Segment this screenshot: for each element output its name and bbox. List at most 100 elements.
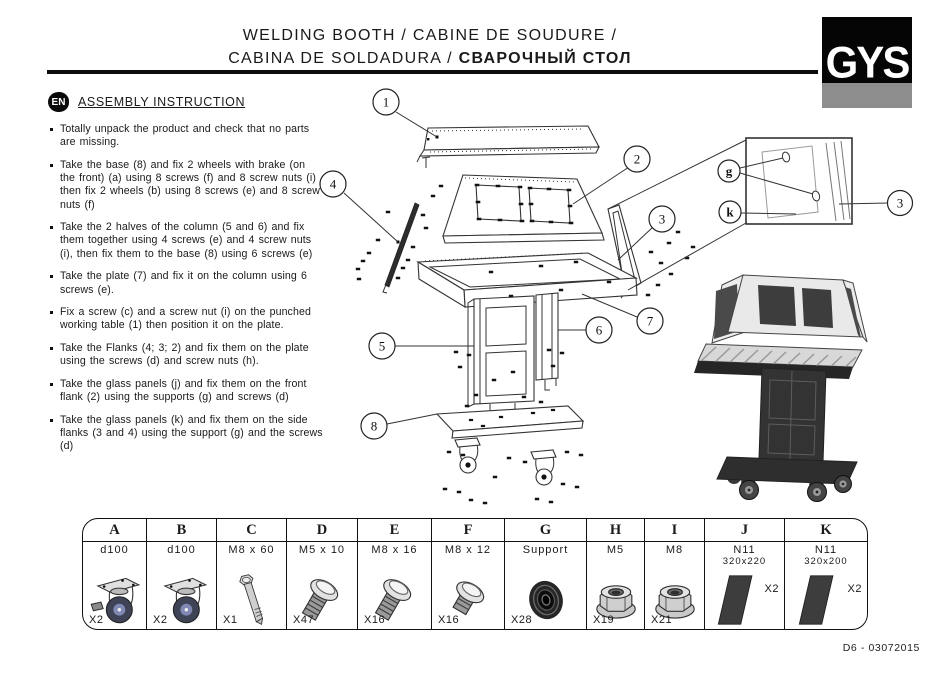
callout-5: 5 xyxy=(368,332,396,360)
instruction-bullet: Fix a screw (c) and a screw nut (i) on t… xyxy=(48,306,324,332)
part-qty: X19 xyxy=(593,614,615,626)
part-cell-D: D M5 x 10 X47 xyxy=(287,519,358,629)
inset-callout-g: g xyxy=(717,159,741,183)
part-spec: N11 xyxy=(733,544,756,556)
bullet-text: Totally unpack the product and check tha… xyxy=(60,123,310,149)
exploded-diagram: 1 2 3 4 5 6 7 8 g k 3 xyxy=(319,88,914,505)
gys-logo: GYS xyxy=(822,17,912,85)
svg-text:3: 3 xyxy=(659,212,666,227)
part-spec: d100 xyxy=(167,544,196,556)
instruction-bullet: Take the glass panels (j) and fix them o… xyxy=(48,378,324,404)
bullet-text: Take the 2 halves of the column (5 and 6… xyxy=(60,221,313,260)
part-qty: X2 xyxy=(153,614,168,626)
instruction-bullet: Take the plate (7) and fix it on the col… xyxy=(48,270,324,296)
part-letter: A xyxy=(109,521,120,538)
callout-6: 6 xyxy=(585,316,613,344)
svg-text:k: k xyxy=(726,205,734,220)
part-letter: K xyxy=(820,521,832,538)
bullet-marker-icon xyxy=(50,418,53,422)
part-cell-B: B d100 X2 xyxy=(147,519,217,629)
part-spec: M8 x 12 xyxy=(444,544,492,556)
bullet-marker-icon xyxy=(50,311,53,315)
instruction-bullet: Take the glass panels (k) and fix them o… xyxy=(48,414,324,454)
bullet-text: Take the Flanks (4; 3; 2) and fix them o… xyxy=(60,342,309,368)
part-8-base xyxy=(435,405,585,439)
part-qty: X2 xyxy=(847,583,862,595)
bullet-text: Fix a screw (c) and a screw nut (i) on t… xyxy=(60,306,311,332)
part-qty: X16 xyxy=(364,614,386,626)
callout-4: 4 xyxy=(319,170,347,198)
part-cell-I: I M8 X21 xyxy=(645,519,705,629)
doc-reference: D6 - 03072015 xyxy=(842,642,920,654)
bullet-marker-icon xyxy=(50,347,53,351)
instruction-bullet: Take the Flanks (4; 3; 2) and fix them o… xyxy=(48,342,324,368)
glass-panel-icon xyxy=(711,573,763,627)
part-spec: N11 xyxy=(814,544,838,556)
part-spec: M5 xyxy=(606,544,625,556)
page-title: WELDING BOOTH / CABINE DE SOUDURE / CABI… xyxy=(140,24,720,70)
part-qty: X2 xyxy=(764,583,779,595)
part-cell-E: E M8 x 16 X16 xyxy=(358,519,432,629)
part-1-working-table xyxy=(416,125,600,168)
glass-panel-icon xyxy=(792,573,844,627)
callout-2: 2 xyxy=(623,145,651,173)
detail-inset: g k 3 xyxy=(717,137,914,225)
assembled-unit xyxy=(694,274,868,502)
callout-3: 3 xyxy=(648,205,676,233)
bullet-marker-icon xyxy=(50,275,53,279)
inset-callout-k: k xyxy=(718,200,742,224)
part-cell-K: K N11 320x200 X2 xyxy=(785,519,867,629)
header-divider xyxy=(47,70,818,74)
part-spec: M8 xyxy=(665,544,684,556)
svg-text:5: 5 xyxy=(379,339,386,354)
part-qty: X1 xyxy=(223,614,238,626)
part-qty: X47 xyxy=(293,614,315,626)
part-letter: B xyxy=(176,521,187,538)
part-letter: E xyxy=(389,521,400,538)
instructions-column: EN ASSEMBLY INSTRUCTION Totally unpack t… xyxy=(48,92,324,463)
part-cell-A: A d100 X2 xyxy=(83,519,147,629)
instruction-bullet: Totally unpack the product and check tha… xyxy=(48,123,324,149)
part-4-side-flank-left xyxy=(382,202,420,294)
part-letter: F xyxy=(463,521,473,538)
part-spec: Support xyxy=(522,544,569,556)
inset-callout-3: 3 xyxy=(886,189,914,217)
part-letter: C xyxy=(246,521,257,538)
bullet-marker-icon xyxy=(50,163,53,167)
part-spec: d100 xyxy=(100,544,129,556)
parts-table: A d100 X2 B d100 X2 C M8 x 60 X1 xyxy=(82,518,868,630)
part-letter: J xyxy=(740,521,749,538)
svg-text:3: 3 xyxy=(897,196,904,211)
svg-text:1: 1 xyxy=(383,95,390,110)
svg-text:4: 4 xyxy=(330,177,337,192)
instruction-list: Totally unpack the product and check tha… xyxy=(48,123,324,454)
bullet-text: Take the plate (7) and fix it on the col… xyxy=(60,270,307,296)
caster-wheel-drawing xyxy=(454,437,557,486)
svg-text:2: 2 xyxy=(634,152,641,167)
part-spec: M8 x 60 xyxy=(228,544,275,556)
part-letter: I xyxy=(671,521,678,538)
instruction-bullet: Take the base (8) and fix 2 wheels with … xyxy=(48,159,324,212)
part-5-column-half-front xyxy=(467,295,535,412)
callout-1: 1 xyxy=(372,88,400,116)
title-line-1: WELDING BOOTH / CABINE DE SOUDURE / xyxy=(242,27,618,44)
part-letter: G xyxy=(539,521,552,538)
part-cell-H: H M5 X19 xyxy=(587,519,645,629)
svg-text:6: 6 xyxy=(596,323,603,338)
bullet-text: Take the glass panels (j) and fix them o… xyxy=(60,378,307,404)
part-cell-C: C M8 x 60 X1 xyxy=(217,519,287,629)
part-spec2: 320x220 xyxy=(722,556,767,567)
part-letter: D xyxy=(316,521,328,538)
callout-leaders xyxy=(343,111,747,425)
callout-7: 7 xyxy=(636,307,664,335)
screw-dots xyxy=(355,184,696,505)
part-spec2: 320x200 xyxy=(804,556,848,567)
bullet-marker-icon xyxy=(50,383,53,387)
svg-text:7: 7 xyxy=(647,314,654,329)
bullet-marker-icon xyxy=(50,128,53,131)
part-cell-F: F M8 x 12 X16 xyxy=(432,519,505,629)
part-qty: X21 xyxy=(651,614,673,626)
bullet-marker-icon xyxy=(50,226,53,230)
part-qty: X16 xyxy=(438,614,460,626)
